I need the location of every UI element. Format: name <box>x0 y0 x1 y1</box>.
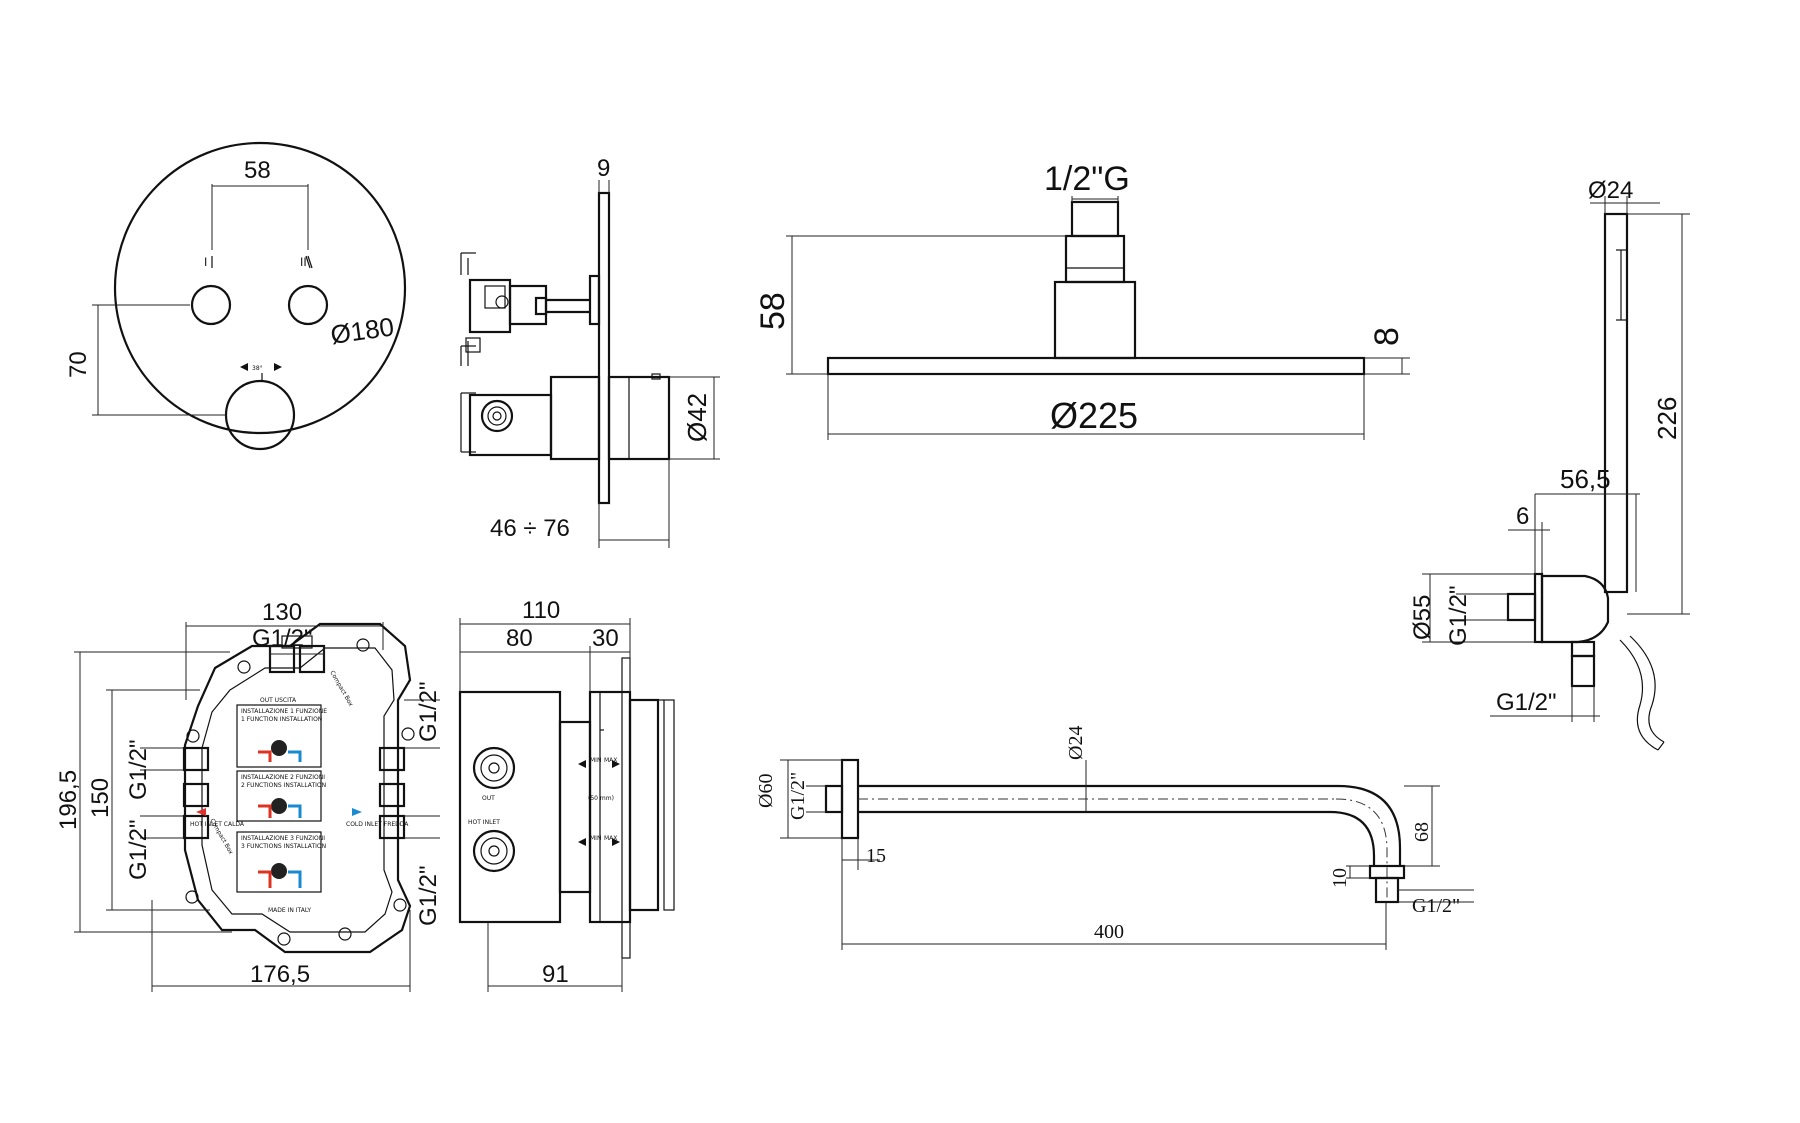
shower-head-disc <box>826 356 1366 376</box>
dim-hand-offset: 56,5 <box>1560 464 1611 494</box>
function-button-two <box>287 284 329 326</box>
thread-box-left-upper: G1/2" <box>125 739 152 800</box>
valve-schematic-three <box>258 863 302 888</box>
dim-installation-depth: 46 ÷ 76 <box>490 515 570 542</box>
dim-arm-tip: 10 <box>1329 868 1351 888</box>
label-button-one: I <box>204 255 207 269</box>
thread-box-right-upper: G1/2" <box>415 681 442 742</box>
shower-arm-view: Ø24 Ø60 G1/2" 15 68 10 G1/2" 400 <box>755 726 1474 950</box>
hot-inlet-arrow <box>196 808 206 816</box>
dim-box-depth-total: 110 <box>522 597 560 624</box>
box-side-body <box>458 690 562 924</box>
dim-box-depth-a: 80 <box>506 625 533 652</box>
dim-mixer-width: 58 <box>244 157 271 184</box>
label-out: OUT USCITA <box>260 697 297 704</box>
thread-arm-tip: G1/2" <box>1412 895 1460 917</box>
hand-shower-body <box>1603 212 1629 594</box>
dim-hand-base: Ø55 <box>1409 595 1436 640</box>
dim-head-height: 58 <box>754 292 792 330</box>
install-three-label-en: 3 FUNCTIONS INSTALLATION <box>241 843 326 850</box>
box-label-min-lower: MIN <box>590 835 601 842</box>
box-front-view: INSTALLAZIONE 1 FUNZIONE 1 FUNCTION INST… <box>55 599 442 992</box>
box-label-mm: (50 mm) <box>588 795 614 802</box>
install-three-label: INSTALLAZIONE 3 FUNZIONI <box>241 835 325 842</box>
thread-hand-bottom: G1/2" <box>1496 689 1557 716</box>
hand-shower-holder <box>1540 574 1610 644</box>
label-hot-inlet: HOT INLET CALDA <box>190 821 245 828</box>
dim-head-thickness: 8 <box>1368 327 1406 346</box>
arm-pipe-top <box>858 784 1402 866</box>
valve-schematic-two <box>258 798 302 818</box>
dim-box-top: 130 <box>262 599 302 626</box>
angle-label: 38° <box>252 365 263 372</box>
box-inlet-port <box>472 829 516 873</box>
function-button-one <box>190 284 232 326</box>
arm-pipe-bottom <box>858 810 1376 866</box>
box-outlet-port <box>472 746 516 790</box>
mixer-plate-outline <box>113 141 407 435</box>
box-label-inlet: HOT INLET <box>468 819 500 826</box>
cold-inlet-arrow <box>352 808 362 816</box>
thread-box-top: G1/2" <box>252 625 313 652</box>
thermostatic-knob <box>224 379 296 451</box>
dim-head-diameter: Ø225 <box>1050 395 1138 436</box>
side-knob <box>607 375 671 461</box>
thread-box-left-lower: G1/2" <box>125 819 152 880</box>
dim-head-thread: 1/2"G <box>1044 160 1130 198</box>
install-two-label-en: 2 FUNCTIONS INSTALLATION <box>241 782 326 789</box>
box-front-outline <box>183 622 412 954</box>
label-button-two: II <box>300 255 307 269</box>
dim-mixer-height: 70 <box>65 351 92 378</box>
dim-arm-drop: 68 <box>1411 822 1433 842</box>
dim-hand-length: 226 <box>1652 397 1682 440</box>
dim-arm-flange-depth: 15 <box>866 845 886 867</box>
hand-shower-view: Ø24 226 56,5 6 Ø55 G1/2" G1/2" <box>1409 177 1690 751</box>
dim-hand-diameter: Ø24 <box>1588 177 1633 204</box>
install-one-label-en: 1 FUNCTION INSTALLATION <box>241 716 322 723</box>
arm-wall-flange <box>840 758 860 840</box>
box-label-max-lower: MAX <box>604 835 617 842</box>
thread-arm-wall: G1/2" <box>787 772 809 820</box>
dim-arm-pipe: Ø24 <box>1065 726 1087 760</box>
thread-box-right-lower: G1/2" <box>415 865 442 926</box>
dim-knob-diameter: Ø42 <box>682 393 712 442</box>
dim-mixer-diameter: Ø180 <box>329 311 396 350</box>
valve-schematic-one <box>258 740 302 762</box>
dim-box-depth-b: 30 <box>592 625 619 652</box>
shower-head-view: 1/2"G 58 8 Ø225 <box>754 160 1410 440</box>
dim-box-height-outer: 196,5 <box>55 770 82 830</box>
dim-arm-length: 400 <box>1094 921 1124 943</box>
dim-plate-thickness-hand: 6 <box>1516 503 1529 530</box>
box-side-view: OUT HOT INLET MIN MAX (50 mm) MIN MAX 11… <box>458 597 675 992</box>
mixer-side-view: 9 Ø42 46 ÷ 76 <box>460 155 720 548</box>
box-label-max: MAX <box>604 757 617 764</box>
brand-mark-right: Compact Box <box>328 670 354 708</box>
shower-head-connector <box>1053 280 1137 360</box>
dim-box-height-inner: 150 <box>87 778 114 818</box>
box-label-out: OUT <box>482 795 495 802</box>
mixer-front-view: I II 38° 58 70 Ø180 <box>65 141 407 451</box>
dim-box-bottom: 176,5 <box>250 961 310 988</box>
label-made-in: MADE IN ITALY <box>268 907 311 914</box>
thread-hand-side: G1/2" <box>1445 585 1472 646</box>
dim-box-bottom-depth: 91 <box>542 961 569 988</box>
install-two-label: INSTALLAZIONE 2 FUNZIONI <box>241 774 325 781</box>
label-cold-inlet: COLD INLET FREDDA <box>346 821 409 828</box>
side-plate <box>597 191 611 505</box>
box-label-min: MIN <box>590 757 601 764</box>
dim-arm-flange: Ø60 <box>755 774 777 808</box>
install-one-label: INSTALLAZIONE 1 FUNZIONE <box>241 708 327 715</box>
dim-plate-thickness: 9 <box>597 155 610 182</box>
